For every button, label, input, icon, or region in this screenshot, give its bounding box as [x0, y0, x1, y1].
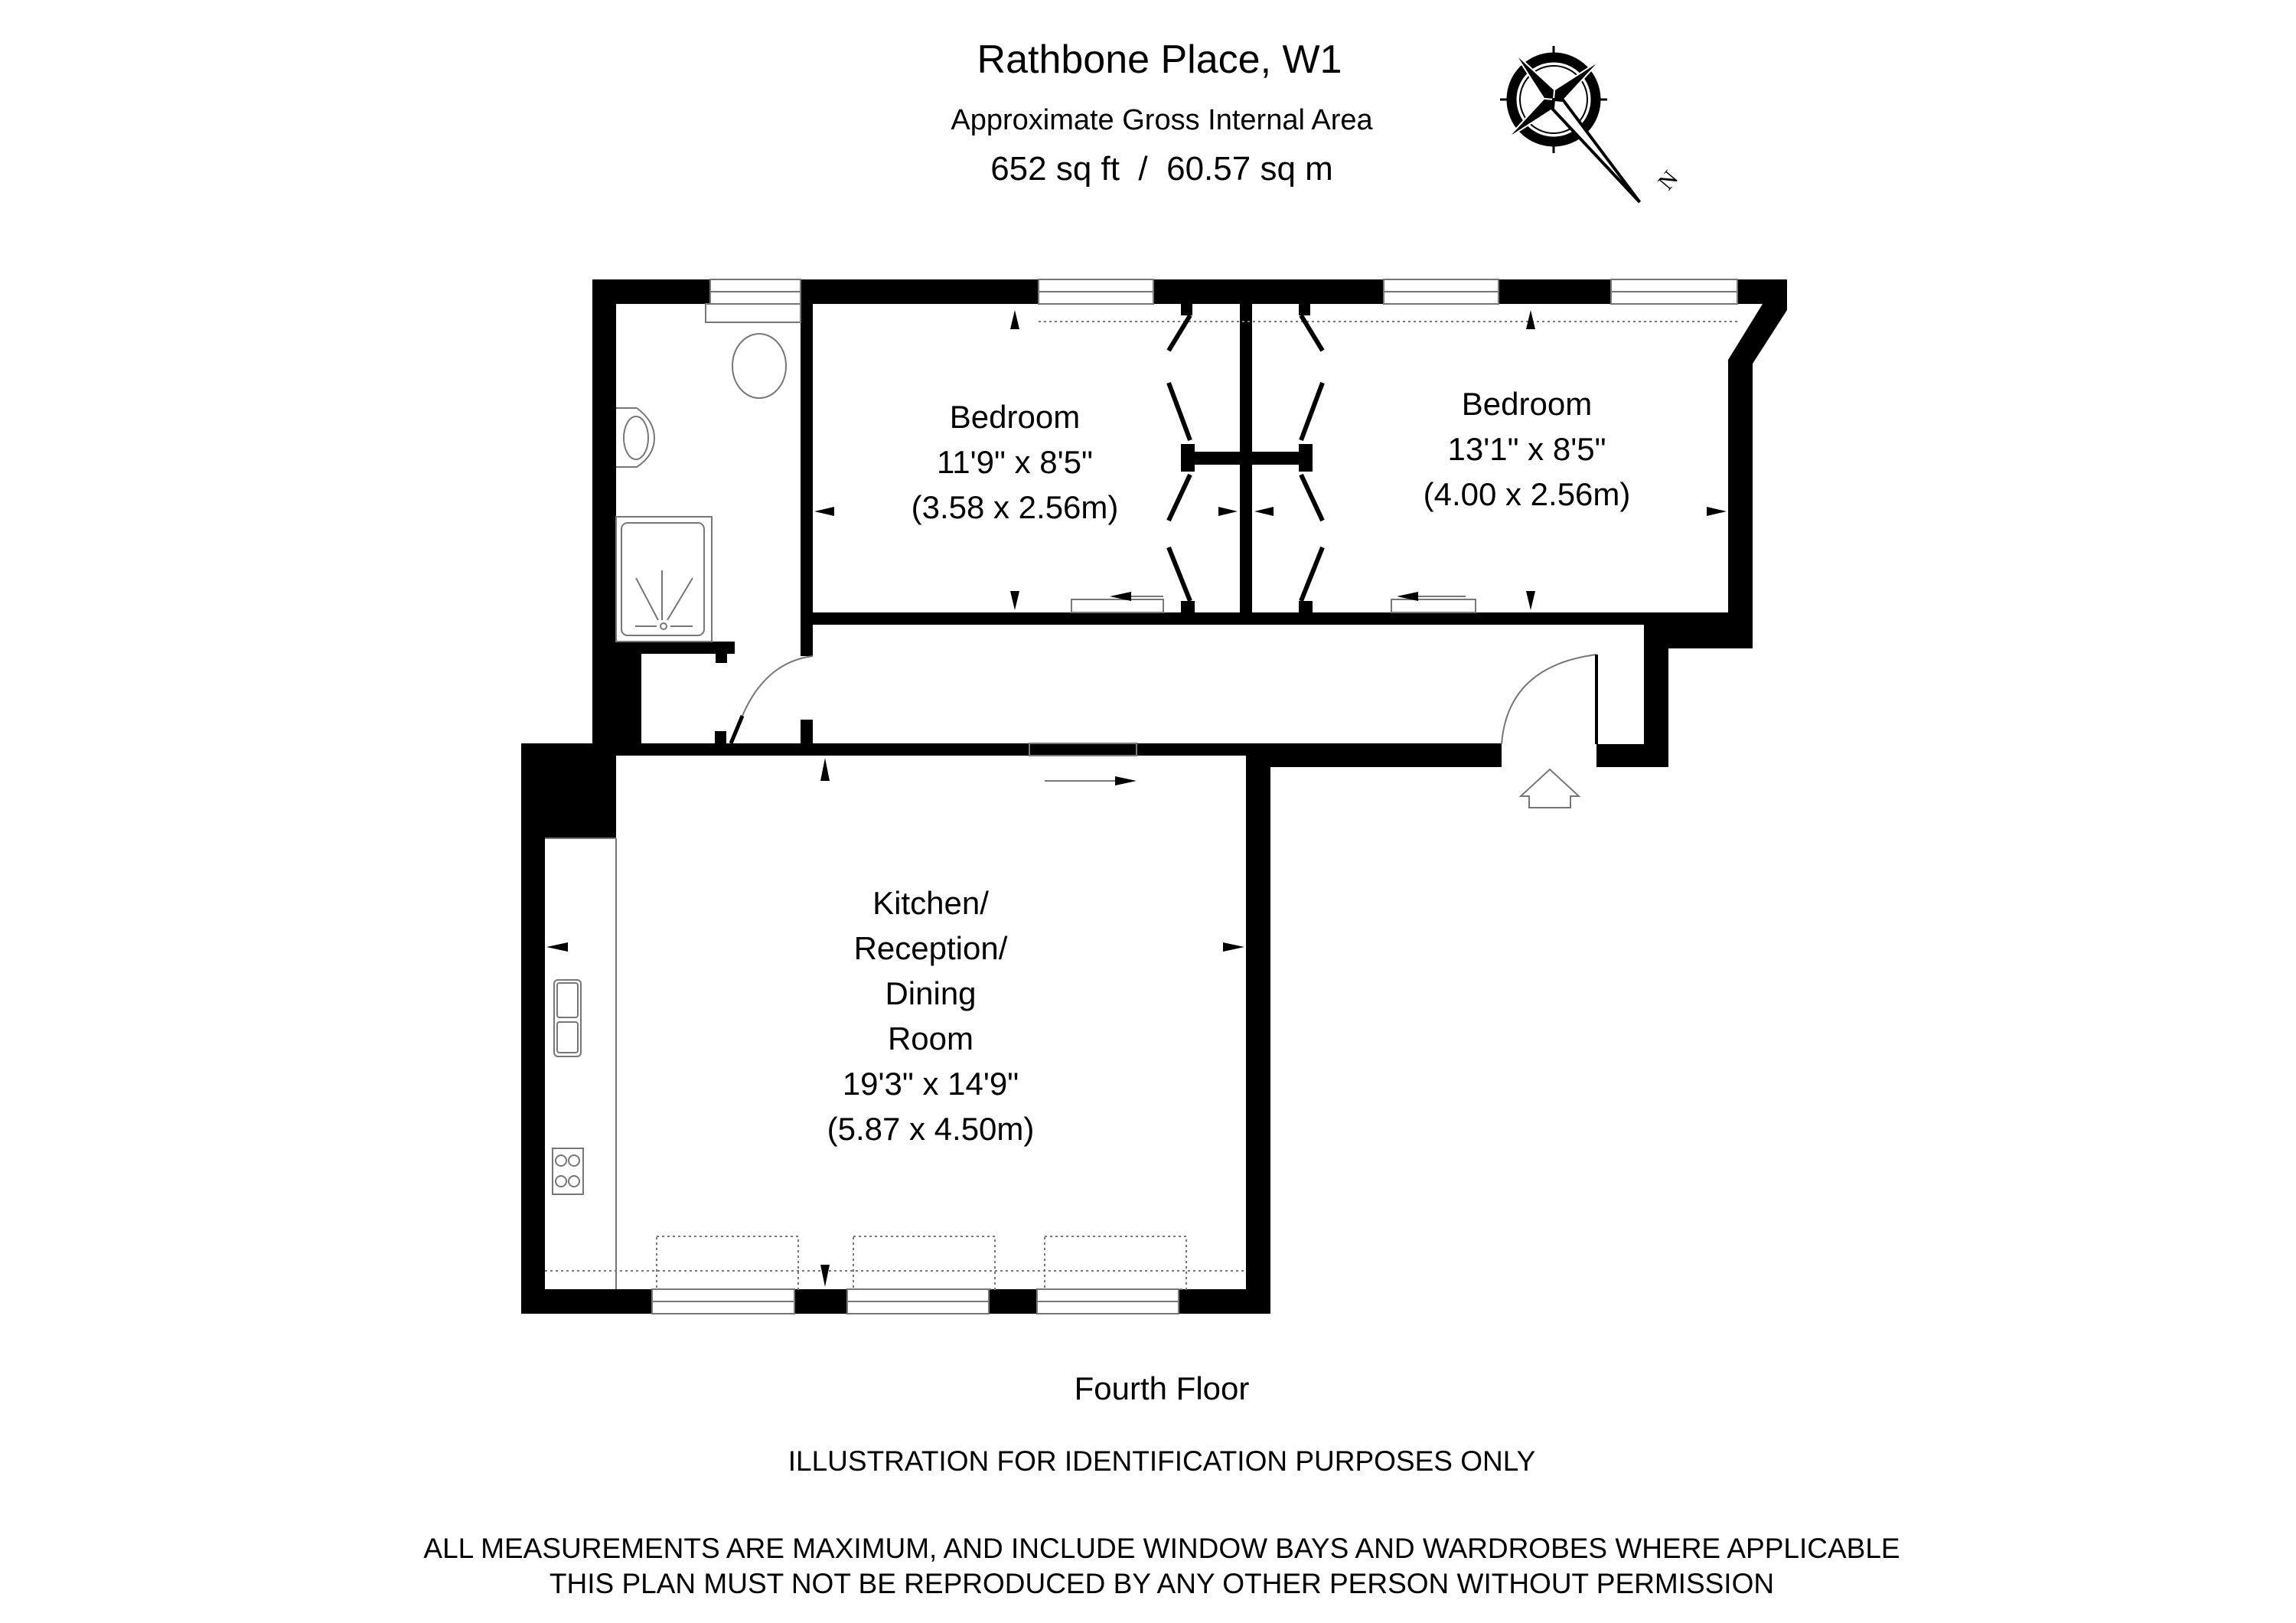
compass-rose-icon: N — [1500, 46, 1683, 204]
room-name-line: Reception/ — [853, 930, 1008, 966]
room-name-line: Room — [887, 1020, 974, 1056]
room-name: Bedroom — [949, 399, 1081, 435]
disclaimer-identification: ILLUSTRATION FOR IDENTIFICATION PURPOSES… — [788, 1445, 1536, 1477]
hob-icon — [552, 1148, 584, 1195]
sink-icon — [553, 979, 582, 1057]
dimension-arrows — [546, 310, 1727, 1287]
room-dimensions-imperial: 19'3" x 14'9" — [842, 1066, 1019, 1102]
toilet-icon — [732, 333, 787, 399]
walls — [521, 279, 1787, 1314]
basin-icon — [616, 407, 656, 468]
entrance-arrow-icon — [1518, 768, 1581, 808]
room-label-bedroom-2: Bedroom 13'1" x 8'5" (4.00 x 2.56m) — [1424, 381, 1631, 517]
room-name: Bedroom — [1461, 386, 1593, 422]
disclaimer-copyright: THIS PLAN MUST NOT BE REPRODUCED BY ANY … — [549, 1568, 1775, 1599]
room-dimensions-imperial: 13'1" x 8'5" — [1447, 431, 1606, 467]
windows — [651, 279, 1738, 1314]
room-name-line: Dining — [885, 975, 977, 1011]
room-label-bedroom-1: Bedroom 11'9" x 8'5" (3.58 x 2.56m) — [912, 394, 1119, 530]
shower-tray-icon — [615, 516, 713, 642]
room-dimensions-metric: (5.87 x 4.50m) — [827, 1111, 1035, 1147]
area-subtitle: Approximate Gross Internal Area — [951, 104, 1373, 136]
disclaimer-measurements: ALL MEASUREMENTS ARE MAXIMUM, AND INCLUD… — [423, 1533, 1900, 1564]
wardrobe-doors — [729, 314, 1598, 744]
room-dimensions-metric: (4.00 x 2.56m) — [1423, 476, 1631, 512]
room-name-line: Kitchen/ — [872, 885, 989, 921]
area-value: 652 sq ft / 60.57 sq m — [990, 150, 1333, 188]
plan-title: Rathbone Place, W1 — [977, 38, 1342, 82]
fixtures — [545, 303, 1737, 1290]
room-dimensions-metric: (3.58 x 2.56m) — [911, 489, 1119, 525]
toilet-cistern — [705, 303, 801, 323]
floor-label: Fourth Floor — [1074, 1370, 1250, 1406]
bathroom-door-swing — [742, 655, 814, 717]
entrance-door-swing — [1501, 654, 1597, 745]
room-dimensions-imperial: 11'9" x 8'5" — [937, 444, 1093, 480]
room-label-kitchen-reception-dining: Kitchen/ Reception/ Dining Room 19'3" x … — [827, 880, 1035, 1151]
